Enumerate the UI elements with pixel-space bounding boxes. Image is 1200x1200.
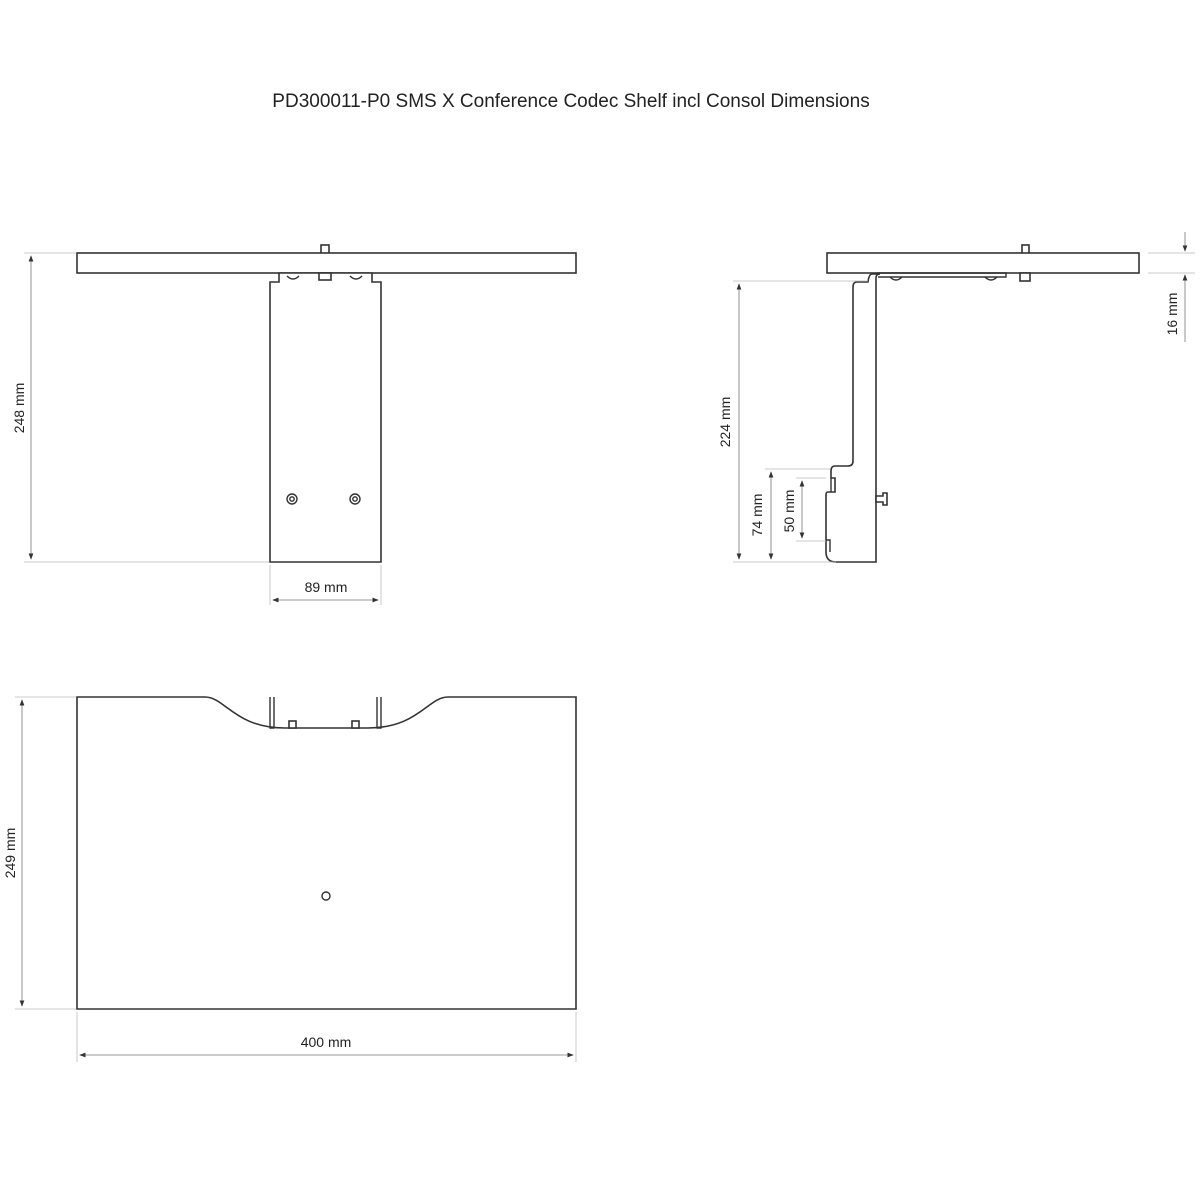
- dimension-label: 400 mm: [301, 1034, 352, 1050]
- side-view: 224 mm 74 mm 50 mm 16 mm: [717, 232, 1195, 563]
- bracket-clip: [318, 272, 332, 281]
- mounting-screw-icon: [286, 493, 361, 505]
- dimension-label: 16 mm: [1164, 293, 1180, 336]
- shelf-outline: [76, 696, 577, 1010]
- dimension-label: 74 mm: [749, 494, 765, 537]
- dimension-label: 50 mm: [781, 490, 797, 533]
- bracket-screws-top: [286, 275, 363, 280]
- bracket-profile: [825, 273, 881, 563]
- dimension-label: 89 mm: [305, 579, 348, 595]
- dimension-label: 248 mm: [11, 383, 27, 434]
- drawing-title: PD300011-P0 SMS X Conference Codec Shelf…: [272, 91, 870, 112]
- shelf-board: [76, 252, 577, 274]
- shelf-clip: [1019, 272, 1031, 282]
- top-view: 249 mm 400 mm: [2, 696, 577, 1062]
- bracket-tabs: [269, 697, 382, 729]
- bracket-body: [269, 272, 382, 563]
- dimension-label: 224 mm: [717, 397, 733, 448]
- cable-hole: [321, 891, 331, 901]
- bracket-top-plate: [877, 272, 1007, 278]
- thumb-screw: [875, 492, 888, 506]
- front-view: 248 mm 89 mm: [11, 244, 577, 605]
- shelf-board: [826, 252, 1140, 274]
- dimension-label: 249 mm: [2, 828, 18, 879]
